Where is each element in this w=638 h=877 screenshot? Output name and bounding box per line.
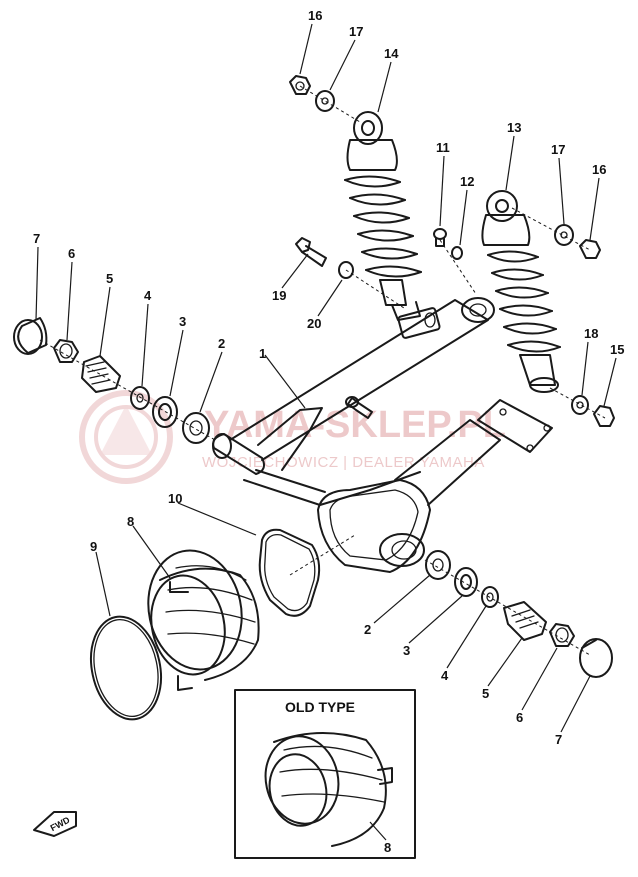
old-type-inset: OLD TYPE bbox=[234, 689, 416, 859]
rear-shock-right bbox=[481, 190, 561, 393]
callout-5-right: 5 bbox=[482, 686, 489, 701]
callout-8: 8 bbox=[127, 514, 134, 529]
callout-16-right: 16 bbox=[592, 162, 606, 177]
right-bearing-stack bbox=[424, 550, 613, 678]
gasket bbox=[258, 528, 356, 617]
leader-lines bbox=[35, 23, 617, 841]
callout-5-left: 5 bbox=[106, 271, 113, 286]
callouts: 16 17 14 13 11 17 16 12 7 6 5 19 4 20 3 … bbox=[33, 8, 624, 855]
fwd-arrow: FWD bbox=[33, 811, 77, 837]
callout-2-right: 2 bbox=[364, 622, 371, 637]
callout-10: 10 bbox=[168, 491, 182, 506]
callout-3-left: 3 bbox=[179, 314, 186, 329]
o-ring bbox=[90, 615, 162, 721]
callout-20: 20 bbox=[307, 316, 321, 331]
callout-12: 12 bbox=[460, 174, 474, 189]
watermark-subtitle: WOJCIECHOWICZ | DEALER YAMAHA bbox=[202, 454, 485, 471]
callout-19: 19 bbox=[272, 288, 286, 303]
inset-title: OLD TYPE bbox=[285, 699, 355, 715]
callout-17-right: 17 bbox=[551, 142, 565, 157]
callout-4-right: 4 bbox=[441, 668, 449, 683]
callout-15: 15 bbox=[610, 342, 624, 357]
callout-8-inset: 8 bbox=[384, 840, 391, 855]
callout-14: 14 bbox=[384, 46, 399, 61]
callout-18: 18 bbox=[584, 326, 598, 341]
left-bearing-stack bbox=[13, 317, 216, 444]
shock-hardware bbox=[289, 75, 615, 427]
swing-arm bbox=[212, 297, 553, 573]
rear-shock-left bbox=[344, 111, 441, 339]
callout-13: 13 bbox=[507, 120, 521, 135]
callout-16-top: 16 bbox=[308, 8, 322, 23]
callout-4-left: 4 bbox=[144, 288, 152, 303]
callout-17-top: 17 bbox=[349, 24, 363, 39]
callout-6-right: 6 bbox=[516, 710, 523, 725]
callout-1: 1 bbox=[259, 346, 266, 361]
callout-6-left: 6 bbox=[68, 246, 75, 261]
callout-3-right: 3 bbox=[403, 643, 410, 658]
callout-2-left: 2 bbox=[218, 336, 225, 351]
callout-7-left: 7 bbox=[33, 231, 40, 246]
callout-7-right: 7 bbox=[555, 732, 562, 747]
rubber-boot bbox=[147, 549, 260, 691]
callout-9: 9 bbox=[90, 539, 97, 554]
watermark-logo bbox=[79, 390, 173, 484]
callout-11: 11 bbox=[436, 140, 450, 155]
